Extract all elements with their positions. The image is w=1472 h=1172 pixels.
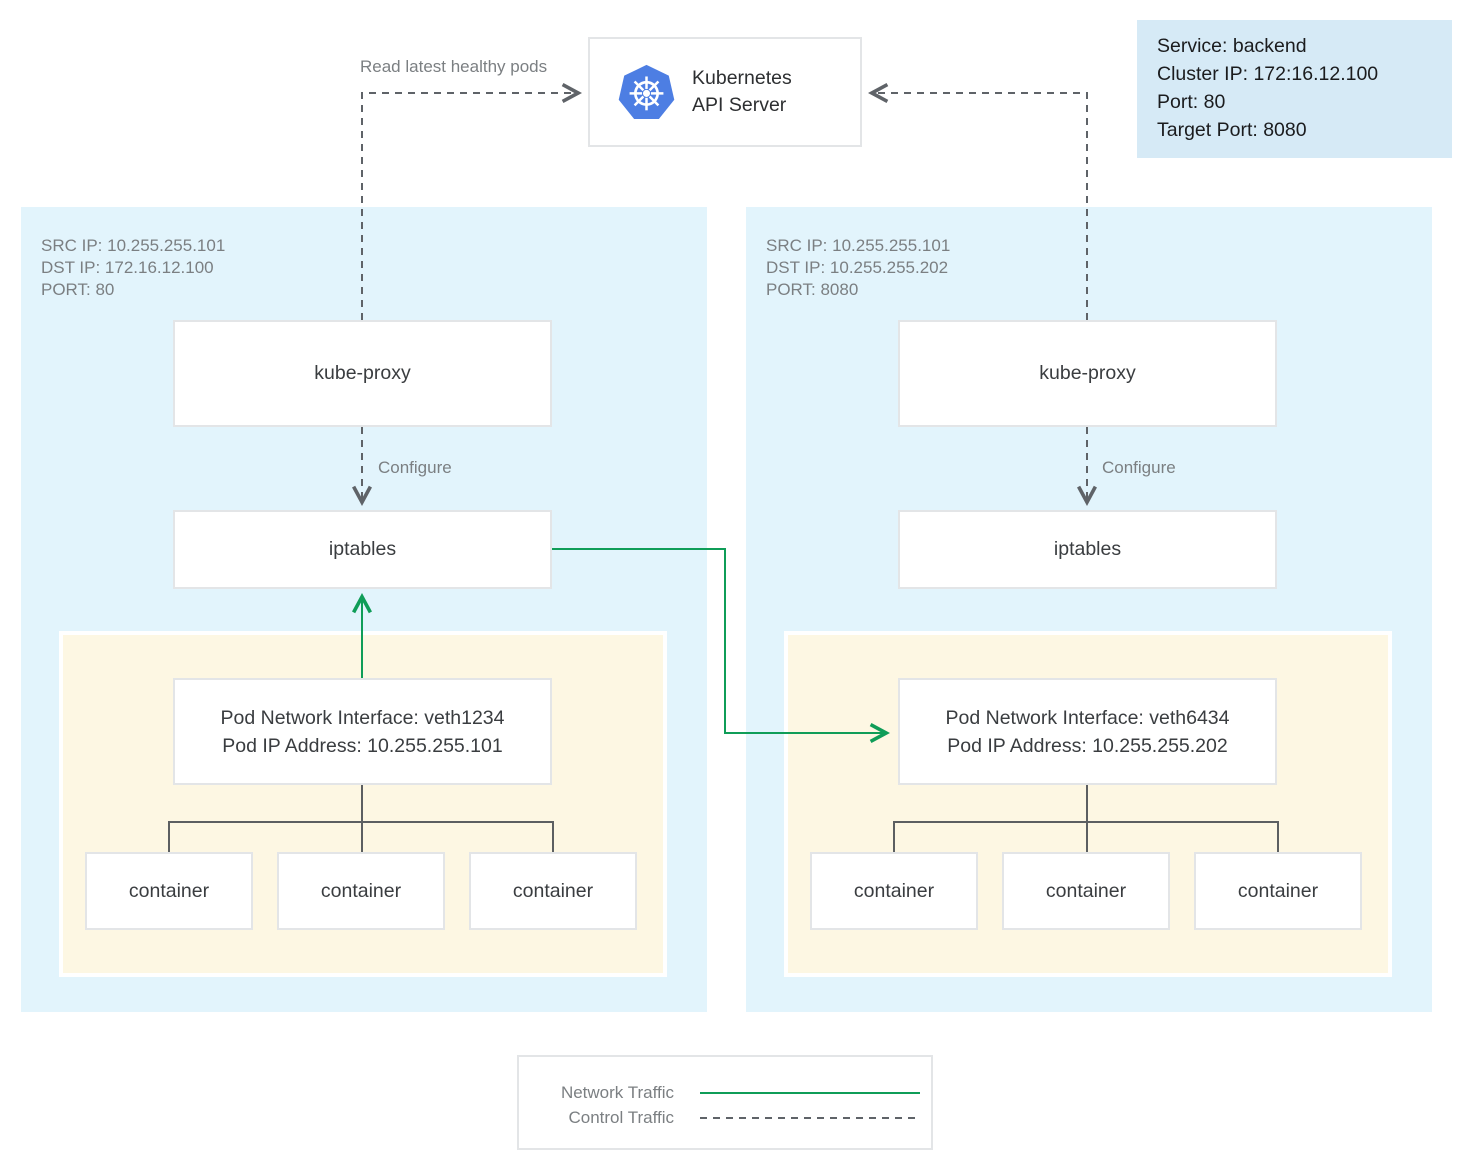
- read-latest-healthy-pods-label: Read latest healthy pods: [360, 57, 548, 76]
- container-box: container: [277, 852, 445, 930]
- node-right-src-ip: SRC IP: 10.255.255.101: [766, 236, 951, 255]
- node-left-packet-info: SRC IP: 10.255.255.101 DST IP: 172.16.12…: [41, 235, 225, 301]
- container-box: container: [1002, 852, 1170, 930]
- pod-box-left: Pod Network Interface: veth1234 Pod IP A…: [59, 631, 667, 977]
- api-server-title-line1: Kubernetes: [692, 67, 792, 89]
- node-right-port: PORT: 8080: [766, 280, 859, 299]
- iptables-box-right: iptables: [898, 510, 1277, 589]
- legend-control-line-sample: [700, 1116, 920, 1119]
- service-target-port: Target Port: 8080: [1157, 119, 1307, 141]
- legend-network-line-sample: [700, 1091, 920, 1094]
- legend-row-control: Control Traffic: [519, 1105, 931, 1130]
- service-port: Port: 80: [1157, 91, 1226, 113]
- service-name: Service: backend: [1157, 35, 1307, 57]
- kubernetes-logo-icon: [618, 64, 675, 119]
- legend-row-network: Network Traffic: [519, 1080, 931, 1105]
- node-left: SRC IP: 10.255.255.101 DST IP: 172.16.12…: [21, 207, 707, 1012]
- kube-proxy-box-right: kube-proxy: [898, 320, 1277, 427]
- container-box: container: [1194, 852, 1362, 930]
- node-right-dst-ip: DST IP: 10.255.255.202: [766, 258, 949, 277]
- node-right: SRC IP: 10.255.255.101 DST IP: 10.255.25…: [746, 207, 1432, 1012]
- pod-network-interface-right: Pod Network Interface: veth6434 Pod IP A…: [898, 678, 1277, 785]
- pod-network-interface-left: Pod Network Interface: veth1234 Pod IP A…: [173, 678, 552, 785]
- container-box: container: [469, 852, 637, 930]
- node-left-port: PORT: 80: [41, 280, 115, 299]
- pod-ip-right: Pod IP Address: 10.255.255.202: [947, 734, 1228, 757]
- node-left-dst-ip: DST IP: 172.16.12.100: [41, 258, 214, 277]
- container-box: container: [85, 852, 253, 930]
- configure-label-left: Configure: [378, 458, 452, 477]
- pod-interface-name-left: Pod Network Interface: veth1234: [220, 706, 505, 729]
- pod-box-right: Pod Network Interface: veth6434 Pod IP A…: [784, 631, 1392, 977]
- legend-control-label: Control Traffic: [568, 1107, 674, 1127]
- service-info-card: Service: backend Cluster IP: 172:16.12.1…: [1137, 20, 1452, 158]
- iptables-box-left: iptables: [173, 510, 552, 589]
- api-server-title: Kubernetes API Server: [692, 65, 792, 119]
- node-right-packet-info: SRC IP: 10.255.255.101 DST IP: 10.255.25…: [766, 235, 950, 301]
- api-server-title-line2: API Server: [692, 94, 787, 116]
- service-cluster-ip: Cluster IP: 172:16.12.100: [1157, 63, 1379, 85]
- pod-ip-left: Pod IP Address: 10.255.255.101: [222, 734, 503, 757]
- kube-proxy-box-left: kube-proxy: [173, 320, 552, 427]
- kubernetes-api-server-box: Kubernetes API Server: [588, 37, 862, 147]
- legend-network-label: Network Traffic: [560, 1082, 674, 1102]
- pod-interface-name-right: Pod Network Interface: veth6434: [945, 706, 1230, 729]
- configure-label-right: Configure: [1102, 458, 1176, 477]
- legend-box: Network Traffic Control Traffic: [517, 1055, 933, 1150]
- node-left-src-ip: SRC IP: 10.255.255.101: [41, 236, 226, 255]
- container-box: container: [810, 852, 978, 930]
